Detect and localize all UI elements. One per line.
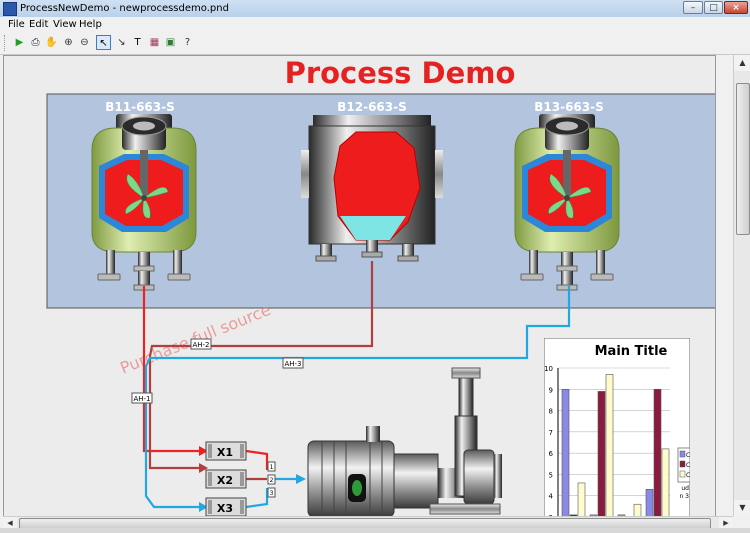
bar-series3-cat2 — [605, 374, 614, 517]
legend-swatch — [679, 450, 686, 458]
tank-b13[interactable] — [514, 113, 620, 291]
pipe-network — [142, 261, 571, 509]
scroll-down-arrow[interactable]: ▼ — [734, 500, 750, 516]
toolbar: ▶ ⎙ ✋ ⊕ ⊖ ↖ ↘ T ▦ ▣? — [0, 32, 750, 55]
y-tick-label: 6 — [549, 450, 554, 458]
junction-tag-1: 1 — [270, 464, 274, 471]
valve-x2[interactable]: X2 — [205, 469, 247, 489]
picture-icon[interactable]: ▣ — [165, 37, 176, 48]
tank-3-label: B13-663-S — [534, 100, 604, 114]
drawing-canvas[interactable]: Process Demo Purchase full source B11-66… — [3, 55, 716, 518]
valve-x3-label: X3 — [217, 502, 233, 515]
tank-b12[interactable] — [301, 115, 443, 262]
bar-series1-cat3 — [617, 514, 626, 517]
menu-file[interactable]: File — [8, 19, 25, 30]
tank-1-label: B11-663-S — [105, 100, 175, 114]
y-tick-label: 10 — [544, 365, 553, 373]
bar-series1-cat4 — [645, 489, 654, 517]
print-icon[interactable]: ⎙ — [31, 37, 40, 48]
y-tick-label: 4 — [549, 493, 554, 501]
legend-label: Col — [686, 472, 690, 479]
app-icon — [3, 2, 17, 16]
window-title: ProcessNewDemo - newprocessdemo.pnd — [20, 3, 229, 14]
bar-series1-cat1 — [561, 388, 570, 517]
image-icon[interactable]: ▦ — [149, 37, 160, 48]
bar-series3-cat4 — [661, 448, 670, 517]
bar-series3-cat3 — [633, 503, 642, 517]
valve-x1-label: X1 — [217, 446, 233, 459]
zoom-in-icon[interactable]: ⊕ — [64, 37, 73, 48]
title-bar: ProcessNewDemo - newprocessdemo.pnd – □ … — [0, 0, 750, 18]
help-icon[interactable]: ? — [184, 37, 191, 48]
valve-x3[interactable]: X3 — [205, 497, 247, 517]
chart-title: Main Title — [595, 344, 668, 359]
scroll-left-arrow[interactable]: ◀ — [3, 517, 17, 529]
bar-series3-cat1 — [577, 482, 586, 517]
bar-series2-cat4 — [653, 388, 662, 517]
y-tick-label: 3 — [549, 514, 553, 517]
menu-help[interactable]: Help — [79, 19, 102, 30]
maximize-button[interactable]: □ — [704, 1, 723, 14]
legend-label: Col — [686, 462, 690, 469]
pipe-tag-ah3: AH-3 — [284, 360, 301, 368]
pipe-tag-ah1: AH-1 — [133, 395, 150, 403]
toolbar-grip[interactable] — [4, 35, 8, 51]
tank-2-label: B12-663-S — [337, 100, 407, 114]
legend-swatch — [679, 470, 686, 478]
menu-view[interactable]: View — [53, 19, 77, 30]
scroll-right-arrow[interactable]: ▶ — [719, 517, 733, 529]
bar-chart: Main Title 109876543 ColColColudn 3 — [544, 338, 690, 517]
junction-tag-3: 3 — [270, 490, 274, 497]
menu-edit[interactable]: Edit — [29, 19, 49, 30]
minimize-button[interactable]: – — [683, 1, 703, 14]
vertical-scroll-thumb[interactable] — [736, 83, 750, 235]
status-bar — [0, 528, 750, 533]
legend-fragment: ud — [681, 485, 689, 492]
motor-pump[interactable] — [307, 367, 502, 517]
scroll-up-arrow[interactable]: ▲ — [734, 55, 750, 71]
diagram-title: Process Demo — [285, 56, 516, 90]
line-icon[interactable]: ↘ — [117, 37, 126, 48]
select-icon[interactable]: ↖ — [96, 35, 111, 50]
tank-b11[interactable] — [91, 113, 197, 291]
junction-tag-2: 2 — [270, 477, 274, 484]
valve-x2-label: X2 — [217, 474, 233, 487]
close-button[interactable]: × — [724, 1, 748, 14]
bar-series2-cat1 — [569, 514, 578, 517]
process-diagram: Process Demo Purchase full source B11-66… — [46, 56, 715, 517]
legend-label: Col — [686, 452, 690, 459]
legend-fragment: n 3 — [679, 493, 689, 500]
menu-bar: File Edit View Help — [0, 17, 750, 32]
pipe-tag-ah2: AH-2 — [192, 341, 209, 349]
zoom-out-icon[interactable]: ⊖ — [80, 37, 89, 48]
y-tick-label: 9 — [549, 386, 553, 394]
y-tick-label: 7 — [549, 429, 553, 437]
legend-swatch — [679, 460, 686, 468]
bar-series1-cat2 — [589, 514, 598, 517]
run-icon[interactable]: ▶ — [15, 37, 24, 48]
pan-icon[interactable]: ✋ — [45, 37, 58, 48]
valve-x1[interactable]: X1 — [205, 441, 247, 461]
bar-series2-cat2 — [597, 391, 606, 517]
vertical-scrollbar[interactable]: ▲ ▼ — [733, 55, 750, 516]
text-icon[interactable]: T — [134, 37, 141, 48]
y-tick-label: 8 — [549, 408, 553, 416]
y-tick-label: 5 — [549, 471, 553, 479]
